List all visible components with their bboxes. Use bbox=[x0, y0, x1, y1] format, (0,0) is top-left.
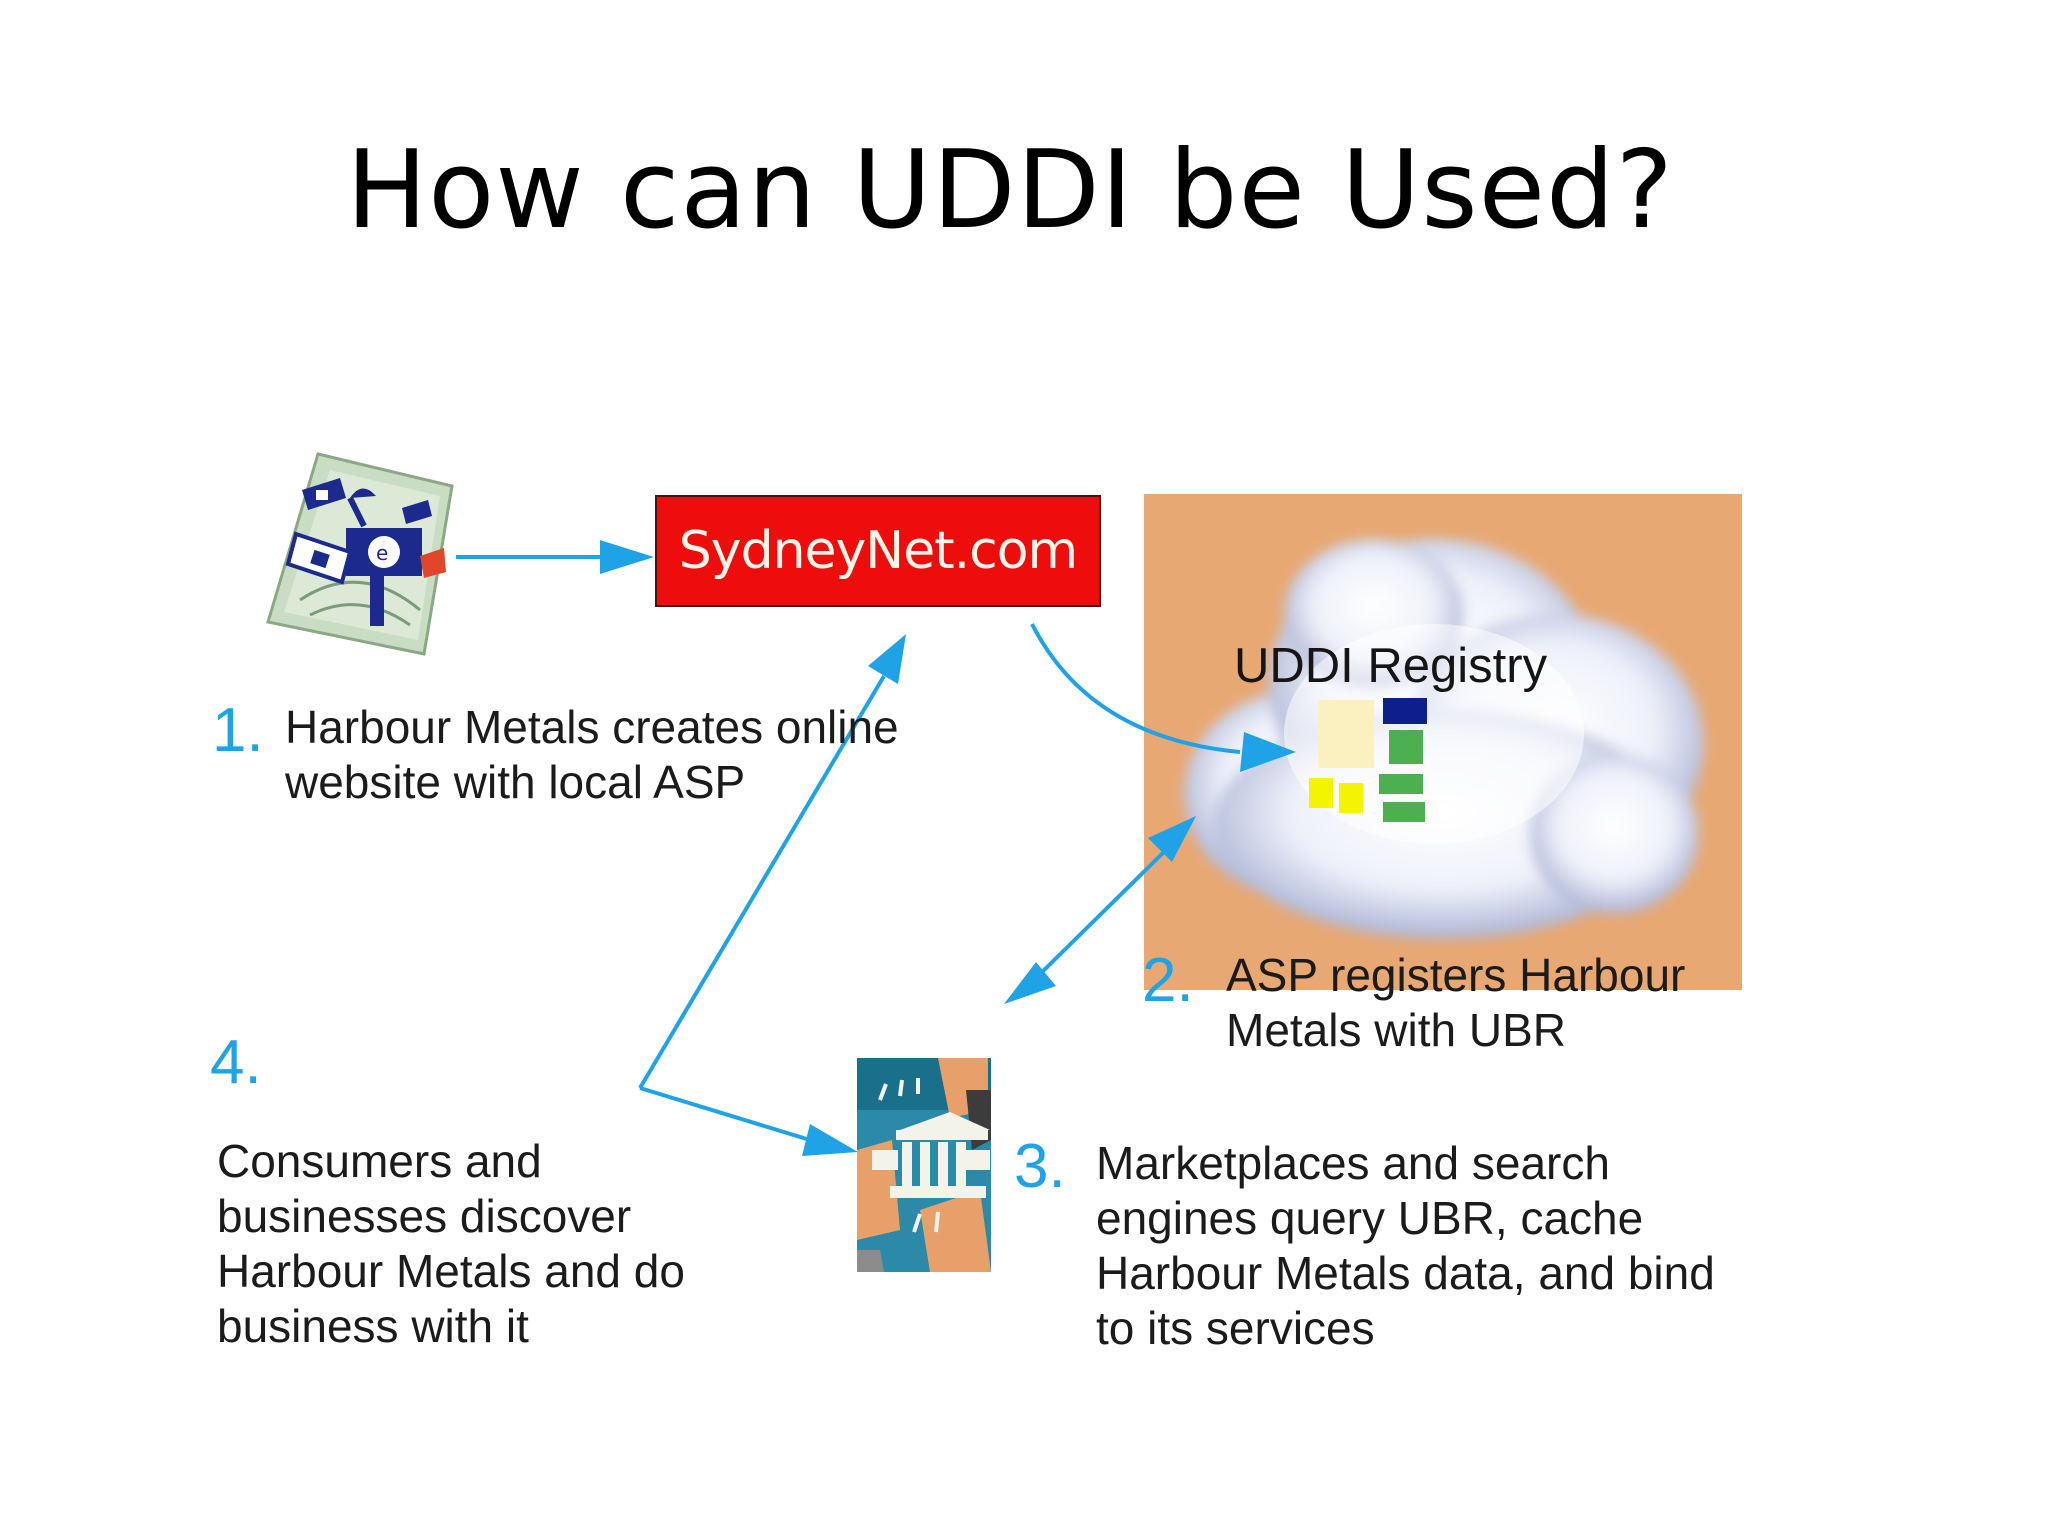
uddi-registry-panel bbox=[1144, 494, 1742, 990]
step-3-number: 3. bbox=[1014, 1132, 1066, 1201]
step-2-line: ASP registers Harbour bbox=[1226, 949, 1686, 1001]
step-3-description: Marketplaces and search engines query UB… bbox=[1096, 1136, 1715, 1356]
harbour-metals-clipart-icon: e bbox=[266, 452, 454, 656]
step-4-number: 4. bbox=[210, 1028, 262, 1097]
step-1-line: Harbour Metals creates online bbox=[285, 701, 899, 753]
sydneynet-website-box: SydneyNet.com bbox=[655, 495, 1101, 607]
arrow-head bbox=[868, 634, 906, 684]
cloud-illustration bbox=[1184, 539, 1704, 939]
registry-block-green bbox=[1389, 730, 1423, 764]
slide-title: How can UDDI be Used? bbox=[346, 128, 1674, 253]
step-4-line: Consumers and bbox=[217, 1135, 542, 1187]
arrow-consumers-to-marketplace bbox=[639, 1086, 811, 1142]
step-4-line: Harbour Metals and do bbox=[217, 1245, 685, 1297]
registry-block-yellow bbox=[1339, 783, 1363, 813]
registry-block-green bbox=[1379, 774, 1423, 794]
step-4-line: business with it bbox=[217, 1300, 529, 1352]
arrow-head bbox=[1004, 962, 1056, 1004]
step-1-description: Harbour Metals creates online website wi… bbox=[285, 700, 899, 810]
registry-block-cream bbox=[1318, 700, 1374, 768]
step-3-line: engines query UBR, cache bbox=[1096, 1192, 1644, 1244]
uddi-registry-label: UDDI Registry bbox=[1234, 639, 1548, 693]
step-2-line: Metals with UBR bbox=[1226, 1004, 1566, 1056]
arrow-head bbox=[600, 540, 654, 574]
step-4-line: businesses discover bbox=[217, 1190, 632, 1242]
step-3-line: Marketplaces and search bbox=[1096, 1137, 1610, 1189]
step-4-description: Consumers and businesses discover Harbou… bbox=[217, 1134, 685, 1354]
marketplace-clipart-icon bbox=[857, 1058, 991, 1272]
step-1-number: 1. bbox=[212, 696, 264, 765]
step-3-line: to its services bbox=[1096, 1302, 1375, 1354]
step-2-description: ASP registers Harbour Metals with UBR bbox=[1226, 948, 1685, 1058]
step-1-line: website with local ASP bbox=[285, 756, 746, 808]
registry-block-green bbox=[1383, 802, 1425, 822]
arrow-head bbox=[802, 1124, 858, 1156]
step-3-line: Harbour Metals data, and bind bbox=[1096, 1247, 1715, 1299]
svg-text:e: e bbox=[376, 541, 388, 565]
step-2-number: 2. bbox=[1142, 946, 1194, 1015]
registry-block-navy bbox=[1383, 698, 1427, 724]
registry-block-yellow bbox=[1309, 778, 1333, 808]
